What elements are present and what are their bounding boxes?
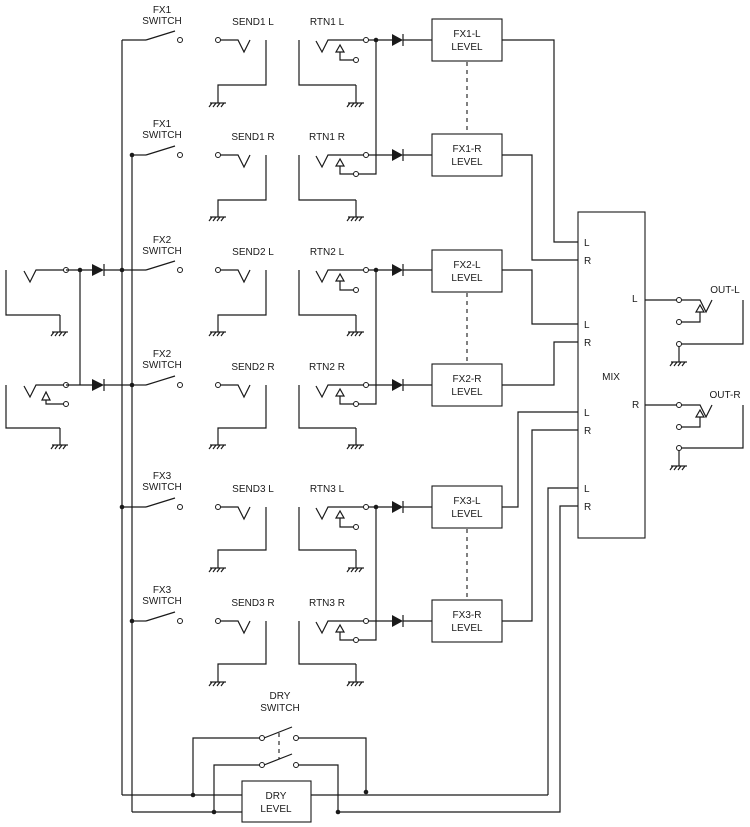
send3-r-jack: SEND3 R	[208, 598, 275, 687]
send3-l-jack: SEND3 L	[208, 484, 274, 573]
fx2-l-level[interactable]: FX2-L LEVEL	[431, 249, 503, 293]
dry-switch[interactable]: DRY SWITCH	[190, 691, 369, 815]
svg-text:R: R	[584, 256, 591, 267]
svg-text:SWITCH: SWITCH	[260, 703, 299, 714]
svg-text:LEVEL: LEVEL	[260, 804, 292, 815]
fx2-l-switch[interactable]: FX2 SWITCH	[142, 235, 183, 273]
fx1-r-switch[interactable]: FX1 SWITCH	[142, 119, 183, 158]
input-jack-l	[5, 267, 92, 385]
out-l-jack: OUT-L	[645, 285, 744, 367]
fx1-r-level[interactable]: FX1-R LEVEL	[431, 133, 503, 177]
svg-text:FX3: FX3	[153, 585, 172, 596]
svg-text:SEND2 L: SEND2 L	[232, 247, 274, 258]
send2-l-jack: SEND2 L	[208, 247, 274, 337]
svg-text:LEVEL: LEVEL	[451, 387, 483, 398]
rtn1-l-jack: RTN1 L	[298, 17, 392, 108]
mix-wiring	[338, 39, 578, 813]
svg-text:L: L	[584, 320, 590, 331]
rtn3-r-jack: RTN3 R	[298, 507, 392, 687]
svg-text:SWITCH: SWITCH	[142, 596, 181, 607]
svg-text:R: R	[584, 502, 591, 513]
svg-text:LEVEL: LEVEL	[451, 273, 483, 284]
svg-text:FX1: FX1	[153, 119, 172, 130]
fx2-r-level[interactable]: FX2-R LEVEL	[431, 363, 503, 407]
svg-text:FX3: FX3	[153, 471, 172, 482]
send1-l-jack: SEND1 L	[208, 17, 274, 108]
send1-r-jack: SEND1 R	[208, 132, 275, 222]
svg-text:RTN2 L: RTN2 L	[310, 247, 345, 258]
svg-text:L: L	[584, 238, 590, 249]
svg-text:LEVEL: LEVEL	[451, 42, 483, 53]
svg-text:R: R	[584, 426, 591, 437]
dry-level[interactable]: DRY LEVEL	[241, 780, 312, 823]
svg-text:SWITCH: SWITCH	[142, 130, 181, 141]
svg-text:SEND1 L: SEND1 L	[232, 17, 274, 28]
svg-text:DRY: DRY	[270, 691, 291, 702]
svg-text:RTN1 R: RTN1 R	[309, 132, 345, 143]
rtn2-r-jack: RTN2 R	[298, 270, 392, 450]
svg-text:LEVEL: LEVEL	[451, 509, 483, 520]
input-diode-l	[92, 264, 122, 276]
fx2-r-switch[interactable]: FX2 SWITCH	[142, 349, 183, 388]
rtn2-l-jack: RTN2 L	[298, 247, 392, 337]
svg-text:SEND3 L: SEND3 L	[232, 484, 274, 495]
svg-text:R: R	[584, 338, 591, 349]
svg-text:SEND3 R: SEND3 R	[231, 598, 274, 609]
svg-text:FX1-R: FX1-R	[453, 144, 482, 155]
svg-text:FX2: FX2	[153, 349, 172, 360]
send2-r-jack: SEND2 R	[208, 362, 275, 450]
svg-text:FX1-L: FX1-L	[453, 29, 481, 40]
svg-text:LEVEL: LEVEL	[451, 623, 483, 634]
svg-text:RTN1 L: RTN1 L	[310, 17, 345, 28]
return-diodes	[392, 34, 432, 627]
svg-text:FX3-L: FX3-L	[453, 496, 481, 507]
svg-text:RTN3 R: RTN3 R	[309, 598, 345, 609]
fx3-l-switch[interactable]: FX3 SWITCH	[142, 471, 183, 510]
svg-text:LEVEL: LEVEL	[451, 157, 483, 168]
fx1-l-level[interactable]: FX1-L LEVEL	[431, 18, 503, 62]
out-r-jack: OUT-R	[645, 390, 744, 471]
fx3-l-level[interactable]: FX3-L LEVEL	[431, 485, 503, 529]
fx1-l-switch[interactable]: FX1 SWITCH	[142, 5, 183, 43]
svg-text:OUT-L: OUT-L	[710, 285, 740, 296]
input-diode-r	[92, 379, 132, 391]
input-bus-r	[129, 152, 242, 813]
fx3-r-switch[interactable]: FX3 SWITCH	[142, 585, 183, 624]
svg-text:FX3-R: FX3-R	[453, 610, 482, 621]
svg-text:OUT-R: OUT-R	[709, 390, 740, 401]
mix-block: MIX L R L R L R L R L R	[577, 211, 646, 539]
svg-text:R: R	[632, 400, 639, 411]
svg-text:DRY: DRY	[266, 791, 287, 802]
svg-text:FX2-R: FX2-R	[453, 374, 482, 385]
svg-text:FX2: FX2	[153, 235, 172, 246]
svg-text:L: L	[632, 294, 638, 305]
svg-text:SWITCH: SWITCH	[142, 246, 181, 257]
svg-text:L: L	[584, 408, 590, 419]
rtn3-l-jack: RTN3 L	[298, 484, 392, 573]
svg-text:SWITCH: SWITCH	[142, 360, 181, 371]
svg-text:RTN2 R: RTN2 R	[309, 362, 345, 373]
svg-text:SWITCH: SWITCH	[142, 16, 181, 27]
svg-text:SEND1 R: SEND1 R	[231, 132, 274, 143]
svg-text:SEND2 R: SEND2 R	[231, 362, 274, 373]
svg-text:MIX: MIX	[602, 372, 620, 383]
svg-text:SWITCH: SWITCH	[142, 482, 181, 493]
input-jack-r	[5, 382, 92, 450]
svg-text:RTN3 L: RTN3 L	[310, 484, 345, 495]
svg-text:FX2-L: FX2-L	[453, 260, 481, 271]
rtn1-r-jack: RTN1 R	[298, 40, 392, 222]
svg-text:L: L	[584, 484, 590, 495]
svg-text:FX1: FX1	[153, 5, 172, 16]
fx3-r-level[interactable]: FX3-R LEVEL	[431, 599, 503, 643]
